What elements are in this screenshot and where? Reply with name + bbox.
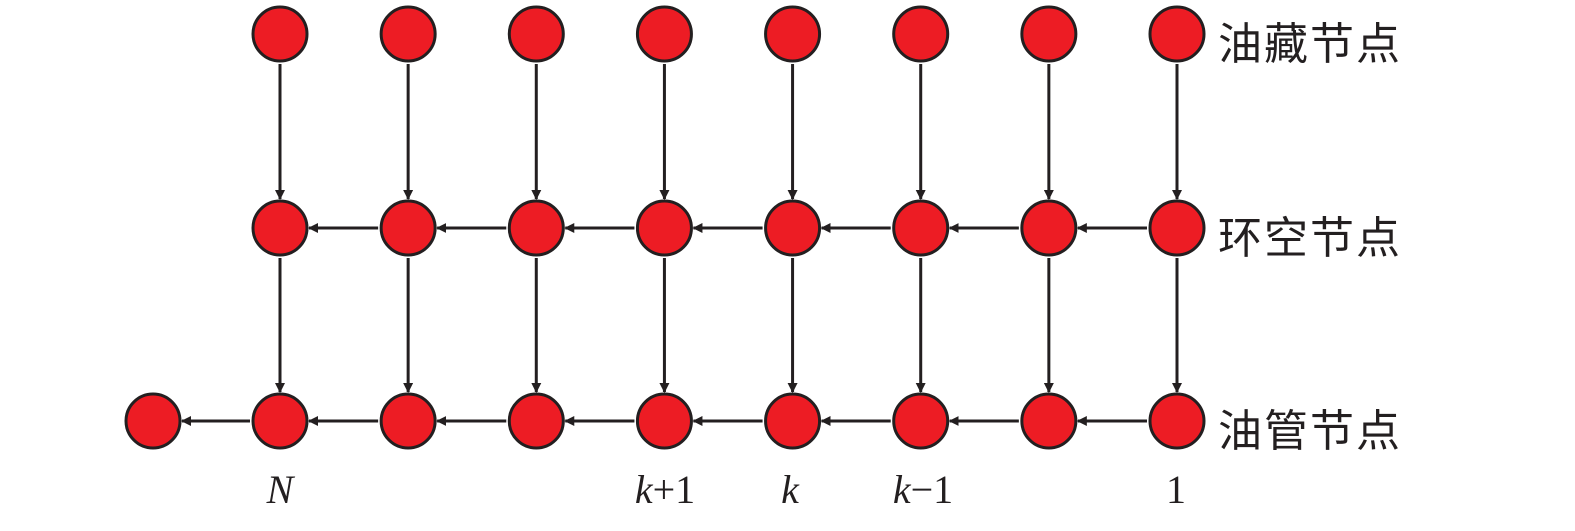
row-label-annulus: 环空节点: [1218, 213, 1402, 264]
tubing-node: [379, 392, 437, 450]
annulus-node: [379, 199, 437, 257]
tubing-node: [764, 392, 822, 450]
annulus-node: [892, 199, 950, 257]
reservoir-node: [892, 5, 950, 63]
reservoir-node: [1020, 5, 1078, 63]
row-label-reservoir: 油藏节点: [1218, 19, 1402, 70]
reservoir-node: [507, 5, 565, 63]
tubing-outlet-node: [124, 392, 182, 450]
annulus-node: [1148, 199, 1206, 257]
reservoir-node: [635, 5, 693, 63]
column-label-k-minus-1: k−1: [892, 467, 954, 512]
reservoir-node: [764, 5, 822, 63]
annulus-node: [635, 199, 693, 257]
annulus-node: [251, 199, 309, 257]
tubing-node: [1148, 392, 1206, 450]
column-label-1: 1: [1166, 467, 1186, 512]
reservoir-node: [379, 5, 437, 63]
annulus-node: [507, 199, 565, 257]
tubing-node: [251, 392, 309, 450]
column-label-k: k: [781, 467, 799, 512]
column-label-k-plus-1: k+1: [634, 467, 696, 512]
row-label-tubing: 油管节点: [1218, 406, 1402, 457]
tubing-node: [892, 392, 950, 450]
tubing-node: [1020, 392, 1078, 450]
annulus-node: [764, 199, 822, 257]
annulus-node: [1020, 199, 1078, 257]
column-label-N: N: [266, 467, 294, 512]
reservoir-node: [1148, 5, 1206, 63]
tubing-node: [507, 392, 565, 450]
reservoir-node: [251, 5, 309, 63]
tubing-node: [635, 392, 693, 450]
